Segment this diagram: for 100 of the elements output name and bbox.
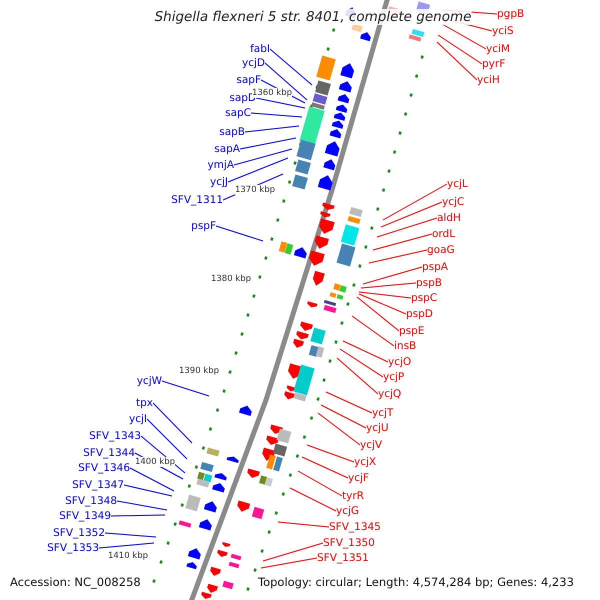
gene-label: ycjL xyxy=(447,178,468,190)
gene-label: pspC xyxy=(411,292,438,304)
gene-label: sapF xyxy=(236,74,261,86)
leader-line xyxy=(264,62,308,100)
gene-label: ycjO xyxy=(388,356,412,368)
gene-label: SFV_1353 xyxy=(47,542,99,554)
gene-label: pyrF xyxy=(482,58,506,70)
leader-line xyxy=(298,470,342,496)
gene-label: pspD xyxy=(406,308,433,320)
leader-line xyxy=(240,138,296,150)
scale-tick-label: 1390 kbp xyxy=(178,366,220,376)
gene-label: SFV_1346 xyxy=(78,462,130,474)
gene-label: ycjI xyxy=(128,412,147,426)
leader-line xyxy=(262,542,324,562)
gene-label: goaG xyxy=(427,244,455,256)
leader-line xyxy=(228,158,288,182)
genome-info-text: Topology: circular; Length: 4,574,284 bp; Genes: 4,233 xyxy=(258,576,574,590)
gene-label: ycjT xyxy=(372,406,394,420)
leader-line xyxy=(382,184,448,220)
leader-line xyxy=(216,226,264,242)
leader-line xyxy=(152,402,192,444)
gene-label: ycjV xyxy=(360,438,382,452)
gene-label: SFV_1345 xyxy=(329,520,381,534)
leader-line xyxy=(278,522,330,528)
leader-line xyxy=(104,532,156,538)
gene-label: yciH xyxy=(477,74,500,86)
gene-label: ycjP xyxy=(383,370,404,384)
gene-label: sapC xyxy=(225,106,251,120)
leader-line xyxy=(376,218,438,238)
leader-line xyxy=(162,380,210,396)
gene-label: pgpB xyxy=(497,8,524,20)
leader-line xyxy=(320,404,366,428)
gene-label: ordL xyxy=(432,228,456,240)
leader-line xyxy=(234,148,292,166)
gene-label: ycjW xyxy=(136,374,162,388)
leader-line xyxy=(438,34,482,64)
leader-line xyxy=(360,282,416,288)
gene-label: ycjX xyxy=(354,456,376,468)
gene-label: ycjG xyxy=(336,504,360,518)
gene-label: sapB xyxy=(219,126,245,138)
gene-label: pspF xyxy=(191,220,216,232)
map-title: Shigella flexneri 5 str. 8401, complete genome xyxy=(154,9,472,26)
gene-label: insB xyxy=(394,340,416,352)
leader-line xyxy=(244,126,300,132)
leader-line xyxy=(442,24,486,50)
gene-label: yciS xyxy=(492,24,514,38)
leader-line xyxy=(372,234,432,250)
gene-label: SFV_1352 xyxy=(53,526,105,540)
leader-line xyxy=(380,202,442,228)
gene-label: SFV_1348 xyxy=(65,494,117,508)
gene-label: ycjF xyxy=(348,472,369,484)
leader-line xyxy=(368,250,428,264)
leader-line xyxy=(318,412,360,446)
gene-label: ycjD xyxy=(242,56,265,70)
gene-label: ycjQ xyxy=(378,388,402,400)
gene-label: ycjC xyxy=(442,196,464,208)
leader-line xyxy=(290,488,336,512)
genome-info-text: Accession: NC_008258 xyxy=(10,576,141,590)
scale-tick-label: 1360 kbp xyxy=(252,88,292,98)
leader-line xyxy=(352,316,394,346)
leader-line xyxy=(356,296,400,332)
leader-line xyxy=(436,42,478,80)
gene-label: tpx xyxy=(136,396,153,410)
gene-label: pspE xyxy=(399,324,424,338)
gene-label: aldH xyxy=(437,212,461,224)
gene-label: tyrR xyxy=(342,490,364,502)
leader-line xyxy=(124,484,172,496)
leader-line xyxy=(146,418,188,460)
scale-tick-label: 1400 kbp xyxy=(134,456,176,468)
scale-tick-label: 1380 kbp xyxy=(210,274,252,284)
leader-line xyxy=(116,500,168,510)
gene-label: fabI xyxy=(250,42,270,56)
leader-line xyxy=(302,456,348,478)
gene-label: ymjA xyxy=(207,158,234,172)
leader-line xyxy=(340,348,384,378)
leader-line xyxy=(256,98,306,108)
leader-line xyxy=(250,112,302,118)
leader-line xyxy=(362,266,422,284)
leader-line xyxy=(260,558,318,568)
gene-label: SFV_1350 xyxy=(323,536,375,550)
gene-label: pspB xyxy=(416,276,442,290)
leader-line xyxy=(130,468,174,492)
leader-line xyxy=(98,542,154,548)
leader-line xyxy=(342,340,388,362)
gene-label: pspA xyxy=(422,260,448,274)
gene-label: SFV_1311 xyxy=(171,194,223,206)
gene-label: SFV_1347 xyxy=(72,478,124,492)
leader-line xyxy=(326,392,372,414)
gene-label: SFV_1343 xyxy=(89,430,141,442)
gene-label: SFV_1344 xyxy=(83,446,135,460)
leader-line xyxy=(358,294,406,314)
gene-label: ycjU xyxy=(366,422,389,434)
leader-line xyxy=(270,48,312,86)
gene-label: ycjJ xyxy=(210,176,228,188)
leader-line xyxy=(336,358,378,394)
gene-label: SFV_1349 xyxy=(59,510,111,522)
gene-label: SFV_1351 xyxy=(317,552,369,564)
scale-tick-label: 1410 kbp xyxy=(108,550,148,562)
gene-label: yciM xyxy=(486,42,510,56)
gene-label: sapA xyxy=(214,142,240,156)
